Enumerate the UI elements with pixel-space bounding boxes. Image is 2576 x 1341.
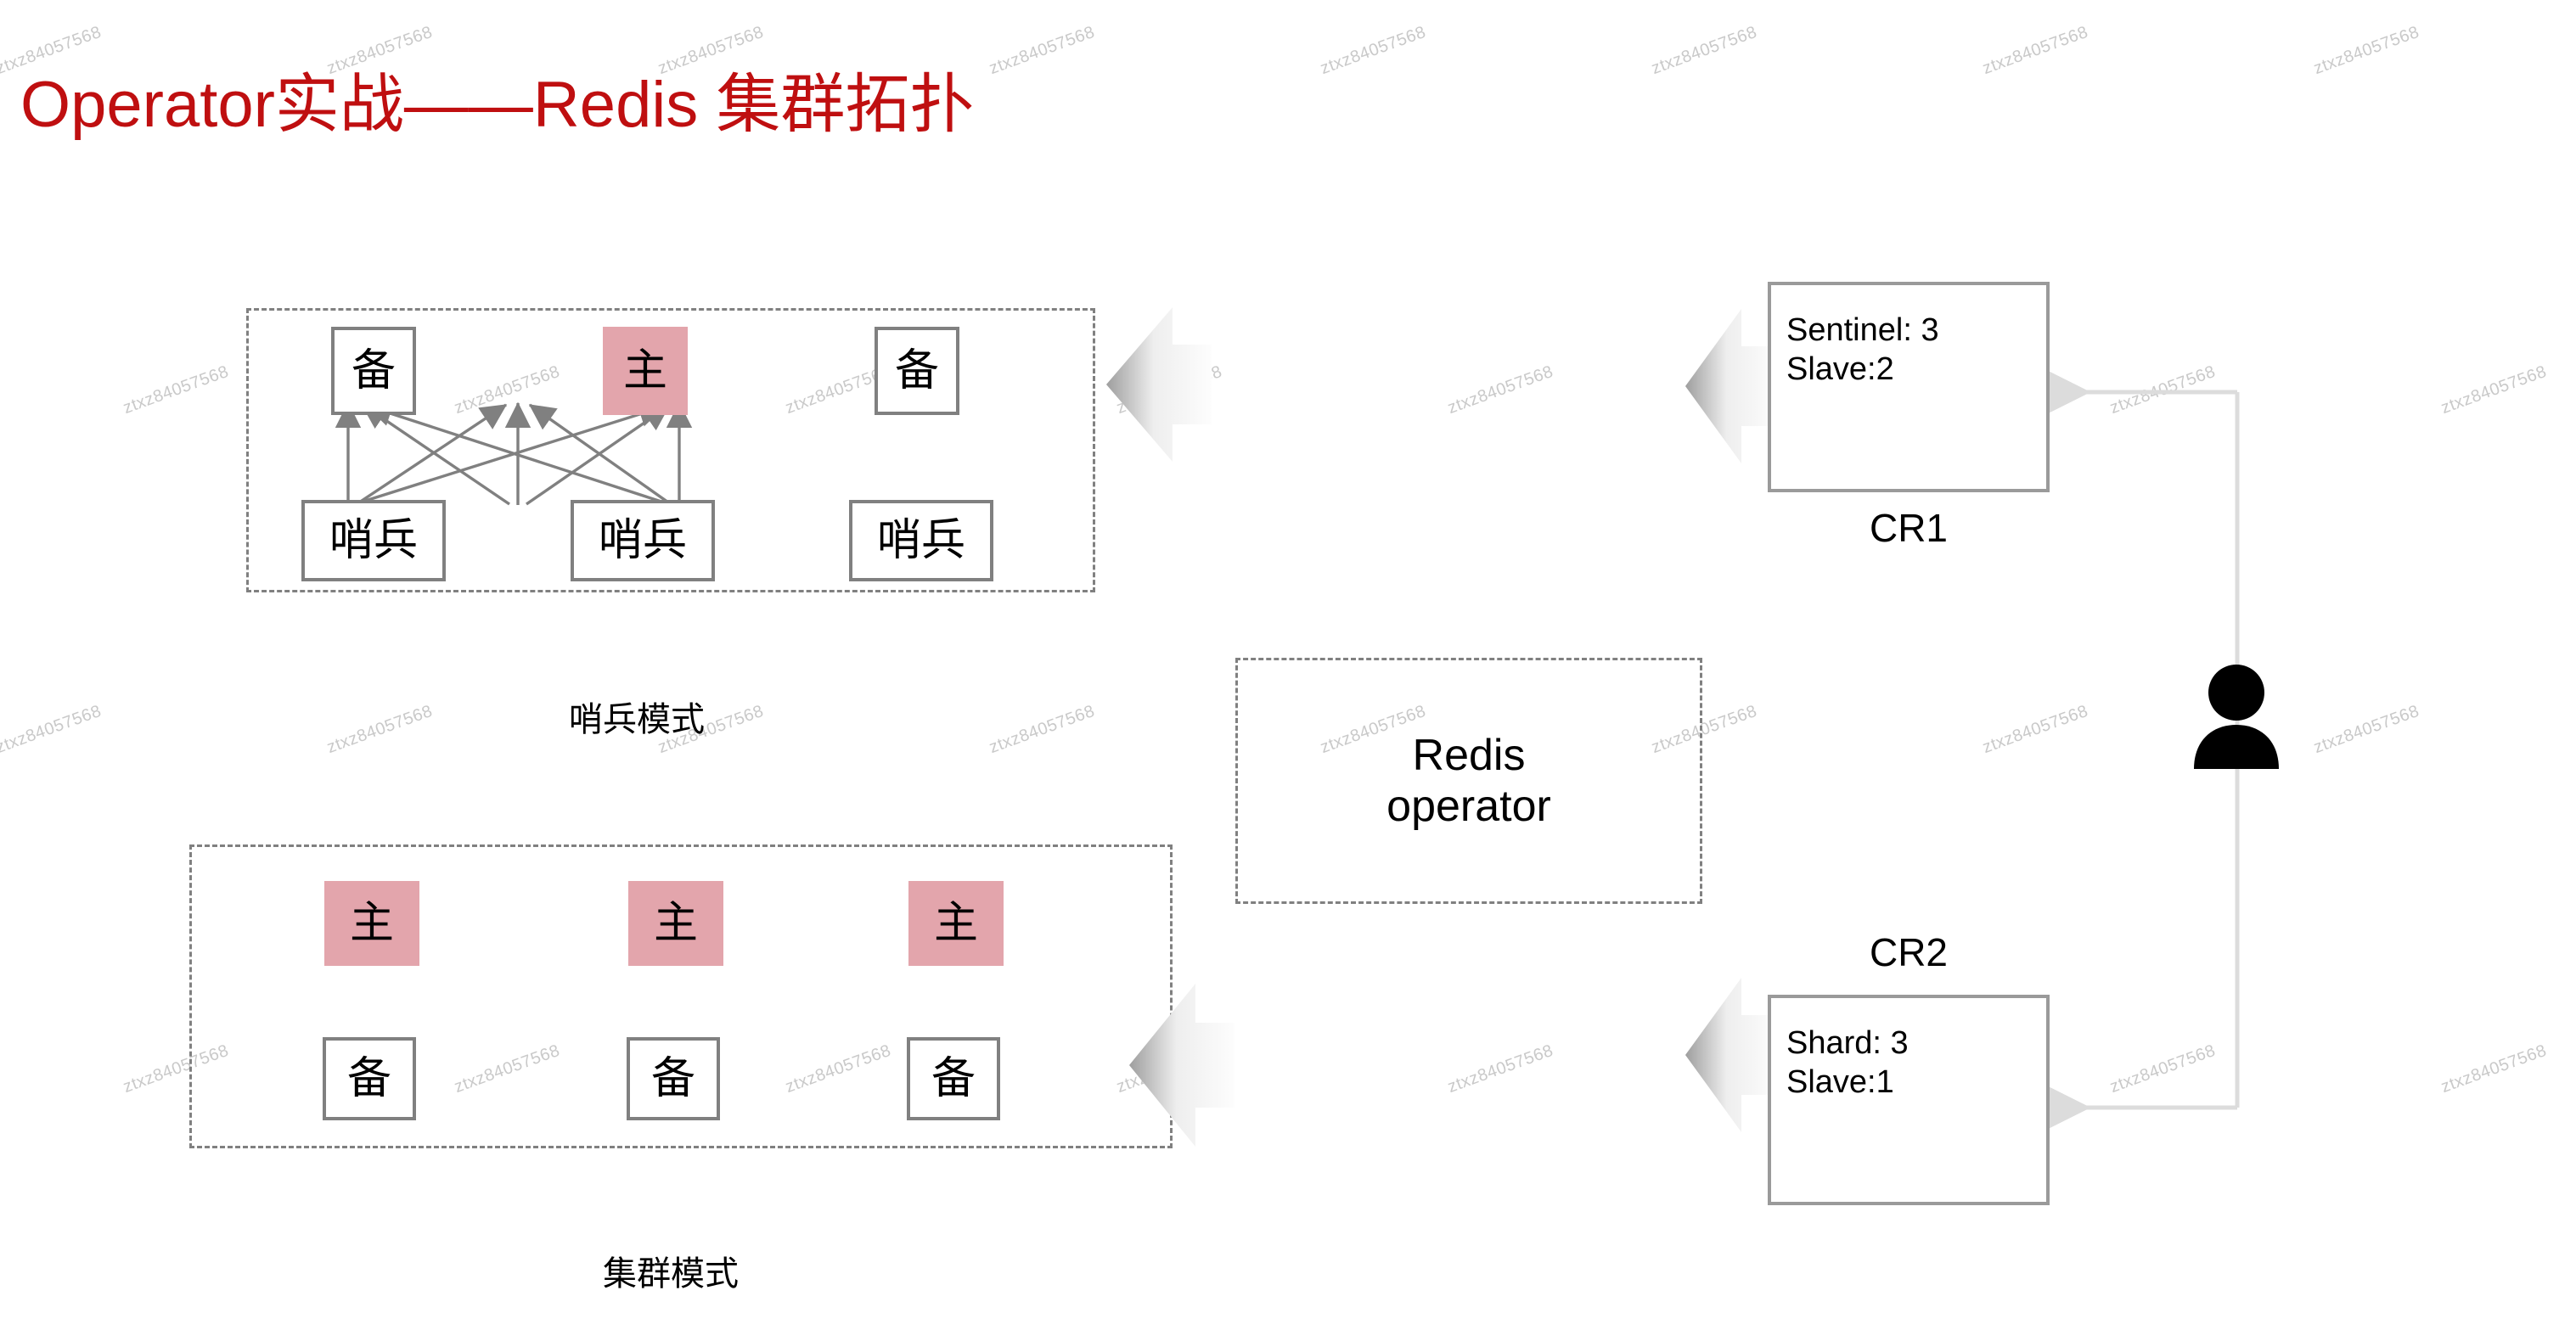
cluster-slave-node-3[interactable]: 备 [907, 1037, 1000, 1120]
redis-operator-box[interactable]: Redis operator [1235, 658, 1702, 904]
cluster-master-node-2[interactable]: 主 [628, 881, 723, 966]
node-label: 备 [894, 346, 939, 396]
sentinel-replica-node-1[interactable]: 备 [331, 327, 416, 415]
node-label: 备 [650, 1054, 695, 1103]
cr1-line-1: Sentinel: 3 [1786, 312, 1939, 348]
operator-line-2: operator [1386, 782, 1551, 831]
cr2-box[interactable]: Shard: 3 Slave:1 [1768, 995, 2050, 1205]
cluster-slave-node-1[interactable]: 备 [323, 1037, 416, 1120]
sentinel-replica-node-2[interactable]: 备 [875, 327, 959, 415]
watermark-text: ztxz84057568 [1980, 22, 2091, 79]
watermark-text: ztxz84057568 [987, 22, 1098, 79]
watermark-text: ztxz84057568 [2311, 701, 2422, 758]
cr1-flow-arrow [1685, 309, 1777, 463]
node-label: 主 [653, 899, 698, 948]
cluster-flow-arrow [1129, 984, 1235, 1147]
cr1-line-2: Slave:2 [1786, 351, 1894, 388]
cluster-mode-group [189, 844, 1173, 1148]
watermark-text: ztxz84057568 [1649, 22, 1760, 79]
cr1-box[interactable]: Sentinel: 3 Slave:2 [1768, 282, 2050, 492]
sentinel-node-2[interactable]: 哨兵 [571, 500, 715, 581]
node-label: 哨兵 [329, 516, 418, 565]
sentinel-master-node[interactable]: 主 [603, 327, 688, 415]
page-title: Operator实战——Redis 集群拓扑 [20, 69, 975, 141]
watermark-text: ztxz84057568 [2438, 362, 2550, 418]
watermark-text: ztxz84057568 [2438, 1041, 2550, 1097]
operator-line-1: Redis [1412, 730, 1526, 780]
watermark-text: ztxz84057568 [2311, 22, 2422, 79]
watermark-text: ztxz84057568 [121, 362, 232, 418]
watermark-text: ztxz84057568 [1445, 362, 1556, 418]
cluster-slave-node-2[interactable]: 备 [627, 1037, 720, 1120]
watermark-text: ztxz84057568 [324, 701, 436, 758]
node-label: 哨兵 [876, 516, 965, 565]
sentinel-flow-arrow [1106, 307, 1212, 462]
node-label: 主 [349, 899, 394, 948]
watermark-text: ztxz84057568 [987, 701, 1098, 758]
node-label: 备 [351, 346, 396, 396]
person-icon [2194, 665, 2279, 769]
node-label: 哨兵 [598, 516, 687, 565]
sentinel-mode-group [246, 308, 1095, 592]
node-label: 备 [931, 1054, 976, 1103]
node-label: 备 [346, 1054, 391, 1103]
watermark-text: ztxz84057568 [0, 701, 104, 758]
cluster-master-node-1[interactable]: 主 [324, 881, 419, 966]
watermark-text: ztxz84057568 [1318, 22, 1429, 79]
cluster-master-node-3[interactable]: 主 [908, 881, 1004, 966]
cr2-line-1: Shard: 3 [1786, 1025, 1909, 1061]
sentinel-node-1[interactable]: 哨兵 [301, 500, 446, 581]
node-label: 主 [622, 346, 667, 396]
node-label: 主 [933, 899, 978, 948]
watermark-text: ztxz84057568 [1445, 1041, 1556, 1097]
sentinel-node-3[interactable]: 哨兵 [849, 500, 993, 581]
cr2-line-2: Slave:1 [1786, 1064, 1894, 1101]
sentinel-connector-arrows [335, 401, 693, 506]
cr1-label: CR1 [1869, 506, 1949, 550]
cluster-mode-caption: 集群模式 [603, 1255, 739, 1293]
cr2-flow-arrow [1685, 978, 1777, 1132]
cr2-label: CR2 [1869, 930, 1949, 974]
sentinel-mode-caption: 哨兵模式 [569, 701, 705, 738]
